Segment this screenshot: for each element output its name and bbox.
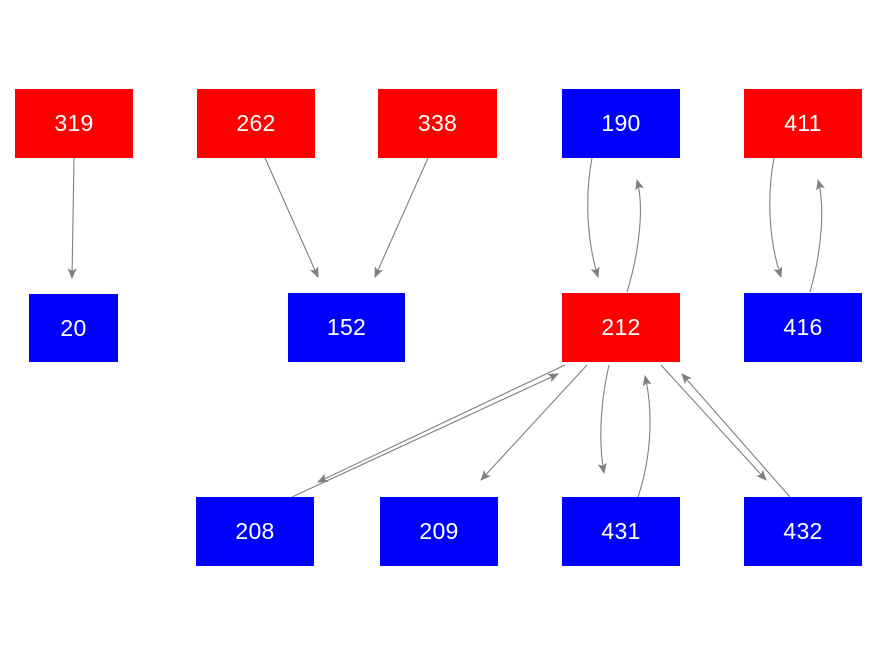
- node-label: 432: [783, 518, 823, 544]
- node-label: 431: [601, 518, 641, 544]
- node-label: 20: [60, 314, 87, 341]
- node-label: 190: [601, 110, 641, 136]
- edge-190-to-212: [587, 157, 600, 279]
- graph-node-338[interactable]: 338: [378, 89, 497, 158]
- graph-node-209[interactable]: 209: [380, 497, 498, 566]
- edge-338-to-152: [374, 157, 429, 279]
- edge-212-to-431: [597, 364, 610, 475]
- graph-node-212[interactable]: 212: [562, 293, 680, 362]
- graph-node-416[interactable]: 416: [744, 293, 862, 362]
- node-label: 416: [783, 314, 823, 340]
- graph-node-432[interactable]: 432: [744, 497, 862, 566]
- graph-node-208[interactable]: 208: [196, 497, 314, 566]
- graph-node-319[interactable]: 319: [15, 89, 133, 158]
- node-label: 262: [236, 110, 276, 136]
- edge-416-to-411: [809, 178, 825, 293]
- edge-262-to-152: [264, 157, 319, 279]
- graph-node-152[interactable]: 152: [288, 293, 405, 362]
- edge-431-to-212: [637, 374, 652, 498]
- edge-319-to-20: [67, 157, 77, 280]
- graph-node-411[interactable]: 411: [744, 89, 862, 158]
- node-label: 338: [417, 110, 458, 136]
- graph-node-20[interactable]: 20: [29, 294, 118, 362]
- graph-node-190[interactable]: 190: [562, 89, 680, 158]
- edge-208-to-212: [291, 373, 559, 498]
- edge-212-to-208: [317, 364, 566, 483]
- node-label: 209: [419, 518, 459, 544]
- node-label: 411: [784, 110, 822, 136]
- graph-node-262[interactable]: 262: [197, 89, 315, 158]
- edge-411-to-416: [769, 157, 783, 279]
- graph-node-431[interactable]: 431: [562, 497, 680, 566]
- edge-212-to-432: [660, 364, 767, 481]
- edge-212-to-190: [626, 178, 644, 293]
- node-label: 208: [235, 518, 275, 544]
- node-label: 212: [601, 314, 641, 340]
- edge-212-to-209: [480, 364, 588, 481]
- edge-432-to-212: [681, 373, 791, 498]
- node-label: 152: [326, 314, 367, 340]
- edges-group: [67, 157, 825, 498]
- node-label: 319: [54, 110, 94, 136]
